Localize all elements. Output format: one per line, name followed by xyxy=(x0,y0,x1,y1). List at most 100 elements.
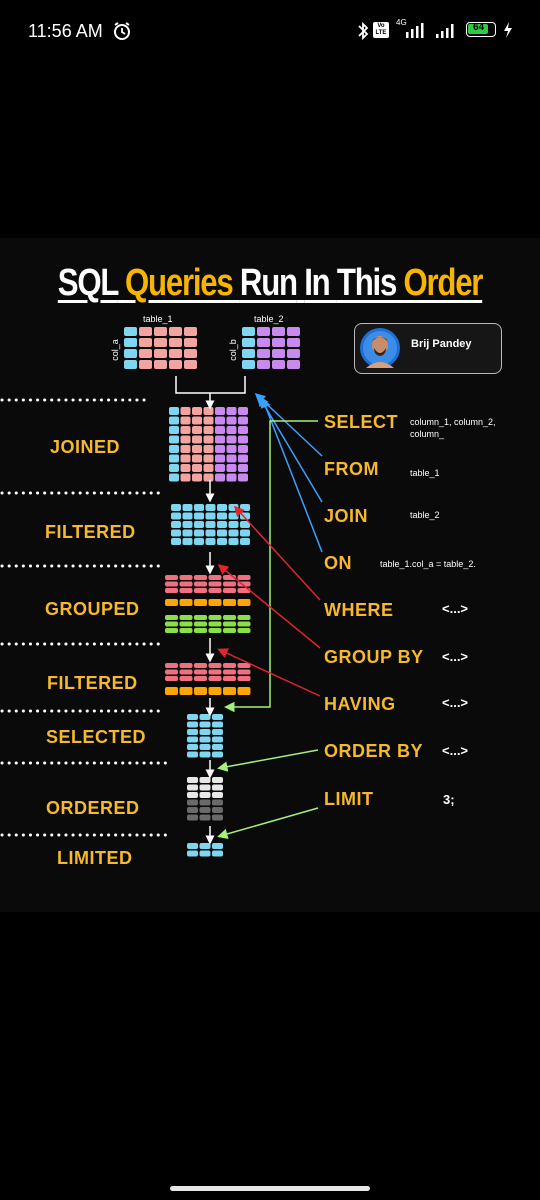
clause-limit-args: 3; xyxy=(443,792,455,807)
grid-cell xyxy=(212,807,223,813)
grid-cell xyxy=(194,615,207,620)
grid-cell xyxy=(124,327,137,336)
grid-cell xyxy=(203,445,214,453)
select-arrow xyxy=(224,420,318,713)
grid-cell xyxy=(179,676,193,681)
grid-cell xyxy=(217,538,227,545)
home-indicator[interactable] xyxy=(170,1186,370,1191)
grid-cell xyxy=(194,621,207,627)
grid-cell xyxy=(215,454,225,463)
grid-cell xyxy=(208,663,222,668)
grouped-grid-c xyxy=(165,615,251,633)
stage-label: ORDERED xyxy=(46,798,140,818)
grid-cell xyxy=(179,663,193,668)
clause-orderby: ORDER BY xyxy=(324,741,424,761)
stage-label: FILTERED xyxy=(47,673,138,693)
table-2-grid xyxy=(242,327,300,369)
grid-cell xyxy=(192,473,202,482)
battery-level: 64 xyxy=(473,22,485,33)
grid-cell xyxy=(179,687,193,695)
grid-cell xyxy=(194,687,207,695)
grid-cell xyxy=(215,435,225,444)
clause-on-args: table_1.col_a = table_2. xyxy=(380,559,476,569)
grid-cell xyxy=(192,435,202,444)
grid-cell xyxy=(226,426,237,434)
grid-cell xyxy=(194,663,207,668)
grid-cell xyxy=(208,669,222,675)
grid-cell xyxy=(187,751,198,758)
grouped-grid-a xyxy=(165,575,251,593)
grid-cell xyxy=(205,521,216,528)
grid-cell xyxy=(203,464,214,472)
grid-cell xyxy=(237,628,251,633)
join-connector xyxy=(175,376,246,405)
grid-cell xyxy=(199,792,211,798)
stage-label: JOINED xyxy=(50,437,121,457)
grid-cell xyxy=(179,588,193,593)
grid-cell xyxy=(212,784,223,791)
grid-cell xyxy=(226,435,237,444)
signal-icon xyxy=(406,23,454,38)
grid-cell xyxy=(179,599,193,606)
avatar xyxy=(360,328,400,368)
grid-cell xyxy=(154,338,167,347)
grid-cell xyxy=(287,338,300,347)
clause-limit: LIMIT xyxy=(324,789,374,809)
grid-cell xyxy=(208,621,222,627)
table-2-label: table_2 xyxy=(254,314,284,324)
grid-cell xyxy=(199,777,211,783)
grid-cell xyxy=(165,581,178,587)
grid-cell xyxy=(240,504,250,511)
grid-cell xyxy=(171,529,181,537)
grid-cell xyxy=(192,464,202,472)
grid-cell xyxy=(226,464,237,472)
grid-cell xyxy=(217,512,227,520)
clause-having: HAVING xyxy=(324,694,396,714)
grid-cell xyxy=(212,729,223,735)
grid-cell xyxy=(242,360,255,369)
grid-cell xyxy=(223,663,236,668)
grid-cell xyxy=(203,426,214,434)
grid-cell xyxy=(208,615,222,620)
grid-cell xyxy=(228,512,239,520)
grid-cell xyxy=(215,426,225,434)
grid-cell xyxy=(199,784,211,791)
grid-cell xyxy=(237,669,251,675)
grid-cell xyxy=(169,464,179,472)
grid-cell xyxy=(165,687,178,695)
grid-cell xyxy=(194,512,204,520)
grid-cell xyxy=(199,736,211,743)
table-1-grid xyxy=(124,327,197,369)
grid-cell xyxy=(194,521,204,528)
grid-cell xyxy=(169,473,179,482)
grid-cell xyxy=(226,407,237,415)
grid-cell xyxy=(165,615,178,620)
grid-cell xyxy=(182,521,193,528)
grid-cell xyxy=(238,435,248,444)
page-title: SQL Queries Run In This Order xyxy=(49,262,492,305)
grid-cell xyxy=(223,581,236,587)
grid-cell xyxy=(182,504,193,511)
grid-cell xyxy=(203,407,214,415)
grid-cell xyxy=(180,426,191,434)
grid-cell xyxy=(169,416,179,425)
grid-cell xyxy=(240,529,250,537)
grid-cell xyxy=(237,621,251,627)
grid-cell xyxy=(187,792,198,798)
grid-cell xyxy=(192,454,202,463)
clause-where: WHERE xyxy=(324,600,394,620)
stage-label: SELECTED xyxy=(46,727,147,747)
grid-cell xyxy=(154,349,167,358)
grid-cell xyxy=(212,736,223,743)
grid-cell xyxy=(165,663,178,668)
grid-cell xyxy=(180,416,191,425)
grid-cell xyxy=(169,360,182,369)
grid-cell xyxy=(226,445,237,453)
grid-cell xyxy=(237,676,251,681)
grid-cell xyxy=(205,512,216,520)
grid-cell xyxy=(226,454,237,463)
clause-on: ON xyxy=(324,553,352,573)
grid-cell xyxy=(199,714,211,720)
grid-cell xyxy=(242,338,255,347)
